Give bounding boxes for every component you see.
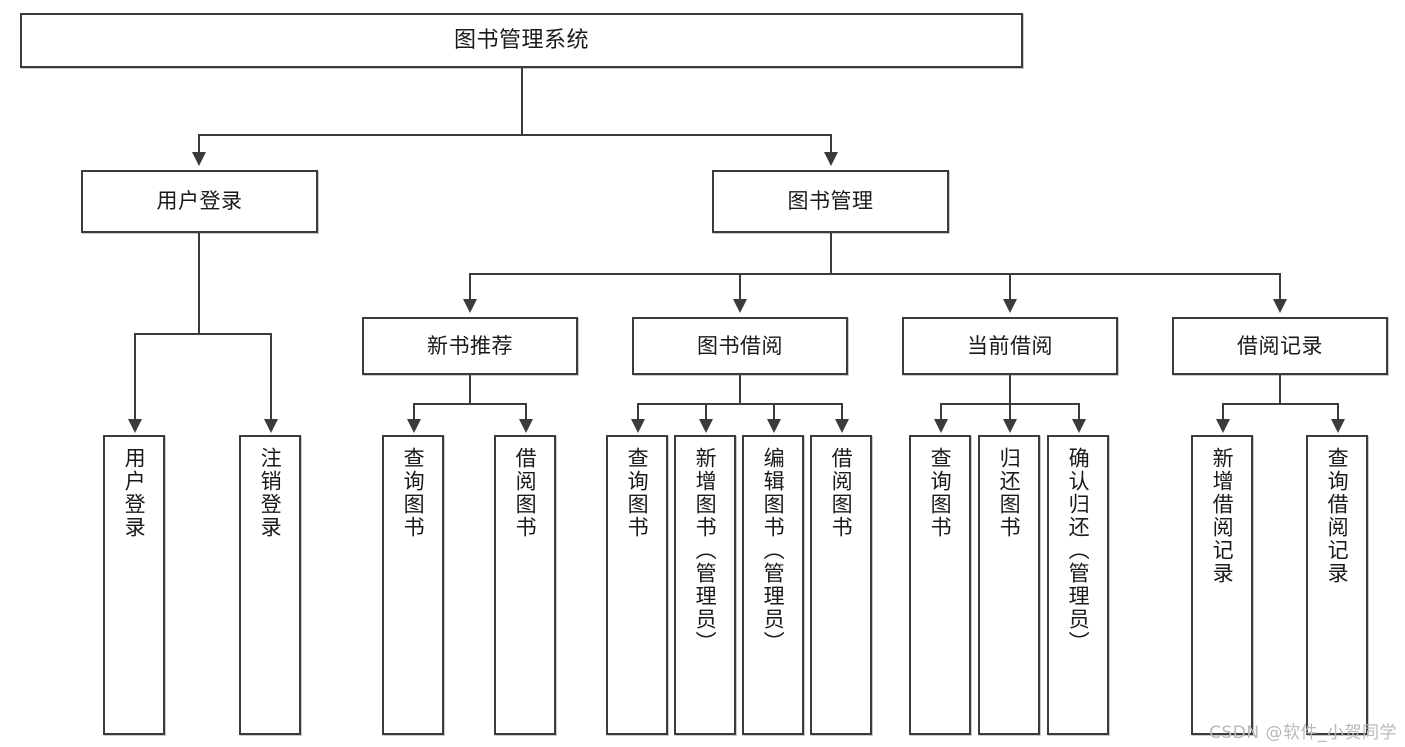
connector-bm-to-book-borrow	[739, 273, 741, 301]
connector-bb-to-leaf-1	[637, 403, 639, 421]
node-label: 查询图书	[928, 447, 953, 539]
connector-br-stem	[1279, 375, 1281, 403]
node-label: 查询图书	[625, 447, 650, 539]
arrow-cb-to-leaf-1	[934, 419, 948, 433]
connector-bm-to-borrow-record	[1279, 273, 1281, 301]
connector-bb-to-leaf-2	[705, 403, 707, 421]
arrow-root-to-book-management	[824, 152, 838, 166]
connector-bb-to-leaf-4	[841, 403, 843, 421]
leaf-new-book-recommend-query-book[interactable]: 查询图书	[382, 435, 444, 735]
connector-br-to-leaf-2	[1337, 403, 1339, 421]
leaf-new-book-recommend-borrow-book[interactable]: 借阅图书	[494, 435, 556, 735]
leaf-book-borrow-borrow-book[interactable]: 借阅图书	[810, 435, 872, 735]
leaf-user-login-login[interactable]: 用户登录	[103, 435, 165, 735]
node-label: 用户登录	[156, 189, 243, 214]
node-label: 新增图书（管理员）	[693, 447, 718, 654]
node-label: 新书推荐	[427, 333, 513, 358]
connector-book-management-stem	[830, 233, 832, 273]
node-label: 新增借阅记录	[1210, 447, 1235, 585]
connector-nbr-to-leaf-2	[525, 403, 527, 421]
node-label: 当前借阅	[967, 333, 1053, 358]
node-new-book-recommend[interactable]: 新书推荐	[362, 317, 578, 375]
connector-br-to-leaf-1	[1222, 403, 1224, 421]
connector-nbr-bus	[413, 403, 525, 405]
connector-bb-stem	[739, 375, 741, 403]
leaf-current-borrow-return-book[interactable]: 归还图书	[978, 435, 1040, 735]
connector-root-stem	[521, 68, 523, 134]
leaf-borrow-record-add-record[interactable]: 新增借阅记录	[1191, 435, 1253, 735]
arrow-nbr-to-leaf-2	[519, 419, 533, 433]
node-label: 确认归还（管理员）	[1066, 447, 1091, 654]
connector-user-login-to-leaf-1	[134, 333, 136, 421]
connector-bb-to-leaf-3	[773, 403, 775, 421]
node-user-login[interactable]: 用户登录	[81, 170, 318, 233]
node-book-management[interactable]: 图书管理	[712, 170, 949, 233]
leaf-book-borrow-query-book[interactable]: 查询图书	[606, 435, 668, 735]
arrow-br-to-leaf-2	[1331, 419, 1345, 433]
connector-bm-to-new-book-recommend	[469, 273, 471, 301]
connector-user-login-stem	[198, 233, 200, 333]
arrow-bb-to-leaf-1	[631, 419, 645, 433]
leaf-current-borrow-confirm-return-admin[interactable]: 确认归还（管理员）	[1047, 435, 1109, 735]
node-label: 图书管理系统	[453, 27, 589, 53]
arrow-bb-to-leaf-3	[767, 419, 781, 433]
leaf-user-login-logout[interactable]: 注销登录	[239, 435, 301, 735]
node-current-borrow[interactable]: 当前借阅	[902, 317, 1118, 375]
leaf-book-borrow-add-book-admin[interactable]: 新增图书（管理员）	[674, 435, 736, 735]
arrow-bb-to-leaf-2	[699, 419, 713, 433]
arrow-bm-to-book-borrow	[733, 299, 747, 313]
connector-root-bus	[198, 134, 831, 136]
connector-user-login-to-leaf-2	[270, 333, 272, 421]
arrow-user-login-to-leaf-2	[264, 419, 278, 433]
node-book-borrow[interactable]: 图书借阅	[632, 317, 848, 375]
node-label: 图书借阅	[697, 333, 783, 358]
leaf-borrow-record-query-record[interactable]: 查询借阅记录	[1306, 435, 1368, 735]
node-label: 注销登录	[258, 447, 283, 539]
node-label: 借阅图书	[513, 447, 538, 539]
connector-cb-stem	[1009, 375, 1011, 403]
connector-bb-bus	[637, 403, 842, 405]
arrow-br-to-leaf-1	[1216, 419, 1230, 433]
node-label: 用户登录	[122, 447, 147, 539]
arrow-root-to-user-login	[192, 152, 206, 166]
arrow-bm-to-new-book-recommend	[463, 299, 477, 313]
node-root-book-management-system[interactable]: 图书管理系统	[20, 13, 1023, 68]
arrow-cb-to-leaf-2	[1003, 419, 1017, 433]
arrow-bm-to-borrow-record	[1273, 299, 1287, 313]
connector-cb-to-leaf-1	[940, 403, 942, 421]
connector-cb-to-leaf-2	[1009, 403, 1011, 421]
arrow-nbr-to-leaf-1	[407, 419, 421, 433]
connector-nbr-stem	[469, 375, 471, 403]
arrow-bb-to-leaf-4	[835, 419, 849, 433]
node-label: 借阅图书	[829, 447, 854, 539]
connector-cb-to-leaf-3	[1078, 403, 1080, 421]
leaf-book-borrow-edit-book-admin[interactable]: 编辑图书（管理员）	[742, 435, 804, 735]
connector-root-to-user-login	[198, 134, 200, 154]
node-label: 编辑图书（管理员）	[761, 447, 786, 654]
connector-root-to-book-management	[830, 134, 832, 154]
arrow-bm-to-current-borrow	[1003, 299, 1017, 313]
connector-nbr-to-leaf-1	[413, 403, 415, 421]
watermark-csdn: CSDN @软件_小贺同学	[1209, 723, 1397, 743]
node-label: 查询借阅记录	[1325, 447, 1350, 585]
connector-bm-to-current-borrow	[1009, 273, 1011, 301]
node-label: 查询图书	[401, 447, 426, 539]
connector-book-management-bus	[469, 273, 1280, 275]
node-label: 借阅记录	[1237, 333, 1323, 358]
arrow-cb-to-leaf-3	[1072, 419, 1086, 433]
node-label: 图书管理	[787, 189, 874, 214]
node-label: 归还图书	[997, 447, 1022, 539]
node-borrow-record[interactable]: 借阅记录	[1172, 317, 1388, 375]
connector-br-bus	[1222, 403, 1337, 405]
connector-user-login-bus	[134, 333, 270, 335]
arrow-user-login-to-leaf-1	[128, 419, 142, 433]
leaf-current-borrow-query-book[interactable]: 查询图书	[909, 435, 971, 735]
